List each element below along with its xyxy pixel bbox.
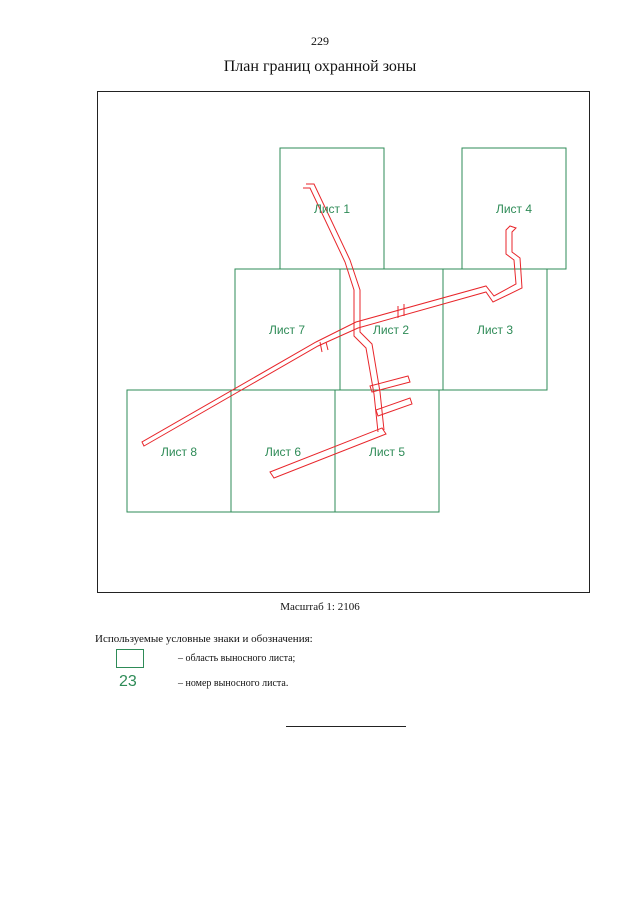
signature-line <box>286 726 406 727</box>
sheet-6-label: Лист 6 <box>265 445 301 459</box>
sheet-3-area <box>442 268 548 391</box>
scale-text: Масштаб 1: 2106 <box>280 601 360 613</box>
page-number: 229 <box>311 34 329 48</box>
map-frame: Лист 1 Лист 4 Лист 7 Лист 2 Лист 3 Лист … <box>97 91 590 593</box>
sheet-3-label: Лист 3 <box>477 323 513 337</box>
sheet-1-label: Лист 1 <box>314 202 350 216</box>
sheet-8-label: Лист 8 <box>161 445 197 459</box>
page-title: План границ охранной зоны <box>223 58 417 75</box>
protection-zone-boundary <box>141 183 523 479</box>
legend-sheet-number-text: – номер выносного листа. <box>178 678 289 689</box>
sheet-4-label: Лист 4 <box>496 202 532 216</box>
legend-sheet-area-symbol <box>116 649 144 668</box>
sheet-7-label: Лист 7 <box>269 323 305 337</box>
legend-sheet-number-symbol: 23 <box>119 673 137 690</box>
sheet-5-label: Лист 5 <box>369 445 405 459</box>
legend-title: Используемые условные знаки и обозначени… <box>95 633 313 645</box>
sheet-2-label: Лист 2 <box>373 323 409 337</box>
legend-sheet-area-text: – область выносного листа; <box>178 653 296 664</box>
sheet-5-area <box>334 389 440 513</box>
map-canvas: Лист 1 Лист 4 Лист 7 Лист 2 Лист 3 Лист … <box>126 147 567 513</box>
